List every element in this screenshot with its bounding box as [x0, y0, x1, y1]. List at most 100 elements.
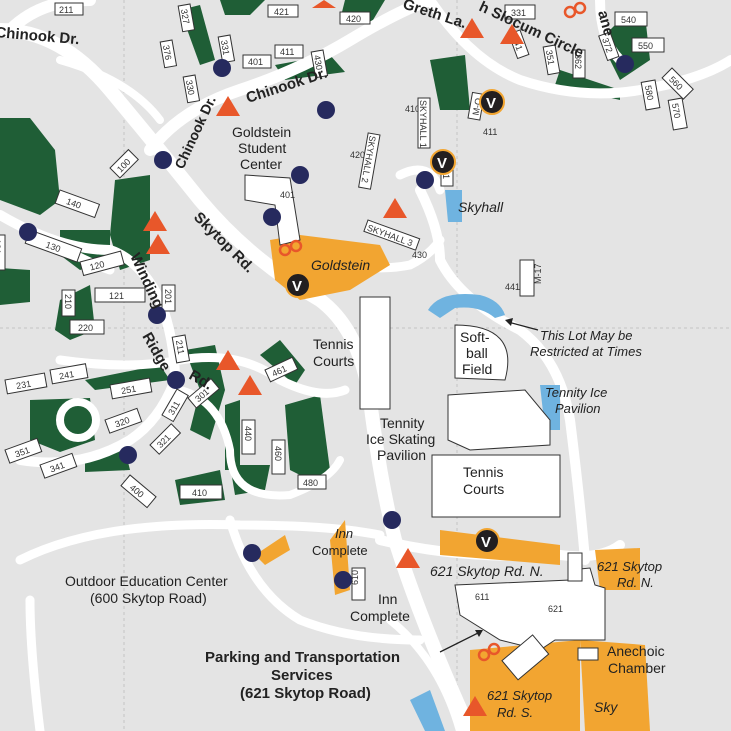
- bus-stop-icon[interactable]: [383, 511, 401, 529]
- svg-text:341: 341: [49, 460, 67, 475]
- emergency-phone-icon[interactable]: [143, 211, 167, 231]
- bus-stop-icon[interactable]: [291, 166, 309, 184]
- visitor-parking-icon[interactable]: V: [285, 272, 311, 298]
- svg-text:351: 351: [544, 49, 556, 66]
- svg-text:231: 231: [15, 379, 32, 391]
- softball-field: [454, 324, 509, 381]
- svg-text:211: 211: [174, 339, 186, 355]
- svg-text:330: 330: [184, 79, 196, 96]
- svg-text:210: 210: [63, 294, 73, 309]
- svg-text:372: 372: [600, 36, 615, 54]
- building-number: 420: [350, 150, 365, 160]
- building-number: 611: [475, 592, 489, 602]
- visitor-parking-icon[interactable]: V: [430, 149, 456, 175]
- place-label: Rd. S.: [497, 705, 533, 720]
- emergency-phone-icon[interactable]: [238, 375, 262, 395]
- svg-text:241: 241: [58, 369, 75, 381]
- place-label: Tennity Ice: [545, 385, 607, 400]
- svg-text:362: 362: [573, 54, 583, 69]
- place-label: Center: [240, 156, 282, 172]
- place-label: Inn: [335, 526, 353, 541]
- goldstein-center-building: [244, 174, 301, 246]
- visitor-parking-icon[interactable]: V: [474, 528, 500, 554]
- place-label: Pavilion: [377, 447, 426, 463]
- bus-stop-icon[interactable]: [154, 151, 172, 169]
- svg-text:401: 401: [248, 57, 263, 67]
- emergency-phone-icon[interactable]: [312, 0, 336, 8]
- svg-text:201: 201: [163, 289, 173, 304]
- arrow-icon: [475, 630, 483, 637]
- bus-stop-icon[interactable]: [317, 101, 335, 119]
- place-label: Outdoor Education Center: [65, 573, 228, 589]
- bike-rack-icon[interactable]: [477, 642, 501, 662]
- svg-text:140: 140: [65, 196, 83, 211]
- place-label: Parking and Transportation: [205, 649, 400, 666]
- place-label: Ice Skating: [366, 431, 435, 447]
- svg-text:420: 420: [346, 14, 361, 24]
- bike-rack-icon[interactable]: [563, 1, 587, 19]
- svg-text:320: 320: [114, 415, 132, 430]
- bus-stop-icon[interactable]: [263, 208, 281, 226]
- svg-text:V: V: [481, 534, 491, 551]
- place-label: Services: [271, 667, 333, 684]
- svg-text:410: 410: [192, 488, 207, 498]
- emergency-phone-icon[interactable]: [396, 548, 420, 568]
- svg-text:M-17: M-17: [533, 263, 543, 284]
- place-label: (621 Skytop Road): [240, 685, 371, 702]
- emergency-phone-icon[interactable]: [216, 96, 240, 116]
- place-label: Pavilion: [555, 401, 601, 416]
- svg-text:480: 480: [303, 478, 318, 488]
- emergency-phone-icon[interactable]: [146, 234, 170, 254]
- building-number: 621: [548, 604, 563, 614]
- building-number: 430: [412, 250, 427, 260]
- bus-stop-icon[interactable]: [119, 446, 137, 464]
- place-label: ball: [466, 345, 488, 361]
- place-label: 621 Skytop Rd. N.: [430, 563, 544, 579]
- place-label: 621 Skytop: [597, 559, 662, 574]
- anechoic-chamber-building: [577, 647, 599, 661]
- svg-text:131: 131: [0, 239, 2, 254]
- place-label: Field: [462, 361, 492, 377]
- bike-racks: [278, 1, 587, 662]
- svg-text:376: 376: [161, 44, 173, 61]
- svg-text:121: 121: [109, 291, 124, 301]
- street-label: ane: [594, 9, 617, 38]
- place-label: Courts: [313, 353, 354, 369]
- visitor-parking-markers: V V V V: [285, 89, 505, 554]
- place-labels: Goldstein Student Center Skyhall Goldste…: [65, 124, 666, 720]
- svg-text:570: 570: [670, 102, 682, 119]
- place-label: Soft-: [460, 329, 490, 345]
- visitor-parking-icon[interactable]: V: [479, 89, 505, 115]
- svg-text:351: 351: [14, 445, 32, 460]
- emergency-phone-icon[interactable]: [463, 696, 487, 716]
- emergency-phone-icon[interactable]: [460, 18, 484, 38]
- emergency-phone-icon[interactable]: [383, 198, 407, 218]
- bus-stop-icon[interactable]: [148, 306, 166, 324]
- tennis-courts-left-building: [359, 296, 391, 410]
- svg-text:430: 430: [312, 54, 324, 71]
- bus-stop-icon[interactable]: [213, 59, 231, 77]
- bus-stop-icon[interactable]: [416, 171, 434, 189]
- bus-stop-icon[interactable]: [167, 371, 185, 389]
- place-label: Tennis: [313, 336, 353, 352]
- inn-complete-building: [351, 567, 366, 601]
- place-label: Chamber: [608, 660, 666, 676]
- bus-stop-icon[interactable]: [334, 571, 352, 589]
- building-number: 610: [350, 570, 360, 585]
- bus-stop-icon[interactable]: [19, 223, 37, 241]
- svg-text:V: V: [292, 278, 302, 295]
- building-number: 410: [405, 104, 420, 114]
- place-label: Complete: [350, 608, 410, 624]
- emergency-phone-icon[interactable]: [216, 350, 240, 370]
- bus-stop-icon[interactable]: [243, 544, 261, 562]
- emergency-phones: [143, 0, 524, 716]
- bike-rack-icon[interactable]: [278, 239, 303, 257]
- emergency-phone-icon[interactable]: [500, 24, 524, 44]
- place-label: Tennity: [380, 415, 424, 431]
- place-label: Skyhall: [458, 199, 504, 215]
- place-label: Student: [238, 140, 286, 156]
- svg-text:327: 327: [179, 8, 191, 25]
- building-number: 411: [483, 127, 497, 137]
- bus-stop-icon[interactable]: [616, 55, 634, 73]
- svg-text:540: 540: [621, 15, 636, 25]
